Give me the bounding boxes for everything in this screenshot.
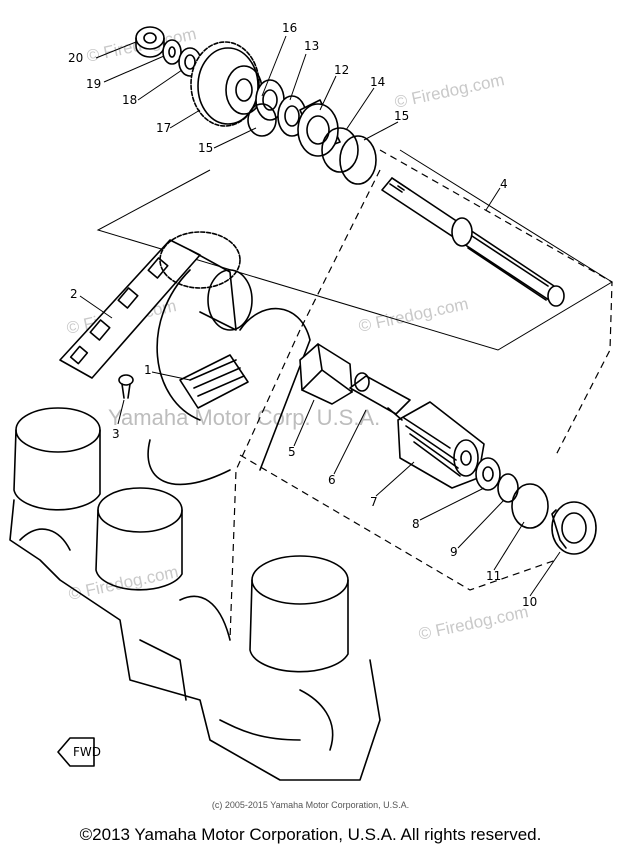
- callout-12: 12: [334, 63, 349, 77]
- callout-16: 16: [282, 21, 297, 35]
- part-3-bolt: [118, 374, 134, 399]
- callout-10: 10: [522, 595, 537, 609]
- small-copyright-text: (c) 2005-2015 Yamaha Motor Corporation, …: [211, 800, 410, 810]
- part-9-circlip: [497, 473, 519, 503]
- part-15-circlip: [247, 103, 277, 137]
- callout-4: 4: [500, 177, 508, 191]
- part-16-collar: [255, 79, 285, 121]
- callout-2: 2: [70, 287, 78, 301]
- callout-13: 13: [304, 39, 319, 53]
- watermark-site: © Firedog.com: [67, 562, 180, 604]
- part-4-shaft: [381, 177, 565, 307]
- part-17-gear: [190, 41, 263, 127]
- watermark-site: © Firedog.com: [393, 70, 506, 112]
- drum-gear: [159, 231, 253, 331]
- callout-6: 6: [328, 473, 336, 487]
- callout-7: 7: [370, 495, 378, 509]
- part-14-circlip: [321, 127, 359, 173]
- leader-lines: [96, 149, 613, 641]
- callout-3: 3: [112, 427, 120, 441]
- part-2-plate: [59, 239, 201, 379]
- callout-5: 5: [288, 445, 296, 459]
- callout-1: 1: [144, 363, 152, 377]
- callout-19: 19: [86, 77, 101, 91]
- part-8-washer: [475, 457, 501, 491]
- part-12-bearing: [297, 99, 341, 157]
- callout-8: 8: [412, 517, 420, 531]
- callout-15b: 15: [198, 141, 213, 155]
- callout-9: 9: [450, 545, 458, 559]
- fwd-arrow-icon: FWD: [57, 737, 101, 767]
- part-10-bearing: [551, 501, 597, 555]
- callout-15: 15: [394, 109, 409, 123]
- part-11-circlip: [511, 483, 549, 529]
- callout-14: 14: [370, 75, 385, 89]
- watermark-brand: Yamaha Motor Corp. U.S.A.: [108, 405, 380, 430]
- part-5-segment: [299, 343, 353, 405]
- part-1-chain: [147, 269, 311, 486]
- footer-copyright: ©2013 Yamaha Motor Corporation, U.S.A. A…: [79, 825, 542, 844]
- watermark-site: © Firedog.com: [417, 602, 530, 644]
- part-7-shift-drum: [387, 401, 485, 489]
- fwd-label: FWD: [73, 745, 101, 759]
- watermark-site: © Firedog.com: [357, 294, 470, 336]
- callout-20: 20: [68, 51, 83, 65]
- engine-block: [9, 407, 381, 781]
- callout-labels: 20 19 18 17 16 13 12 14 15 15 4 2 1 3 5 …: [68, 21, 537, 609]
- callout-18: 18: [122, 93, 137, 107]
- callout-11: 11: [486, 569, 501, 583]
- part-6-pin: [349, 372, 411, 415]
- part-19-washer: [162, 39, 182, 65]
- callout-leaders: [79, 35, 561, 597]
- callout-17: 17: [156, 121, 171, 135]
- part-15-circlip-b: [339, 135, 377, 185]
